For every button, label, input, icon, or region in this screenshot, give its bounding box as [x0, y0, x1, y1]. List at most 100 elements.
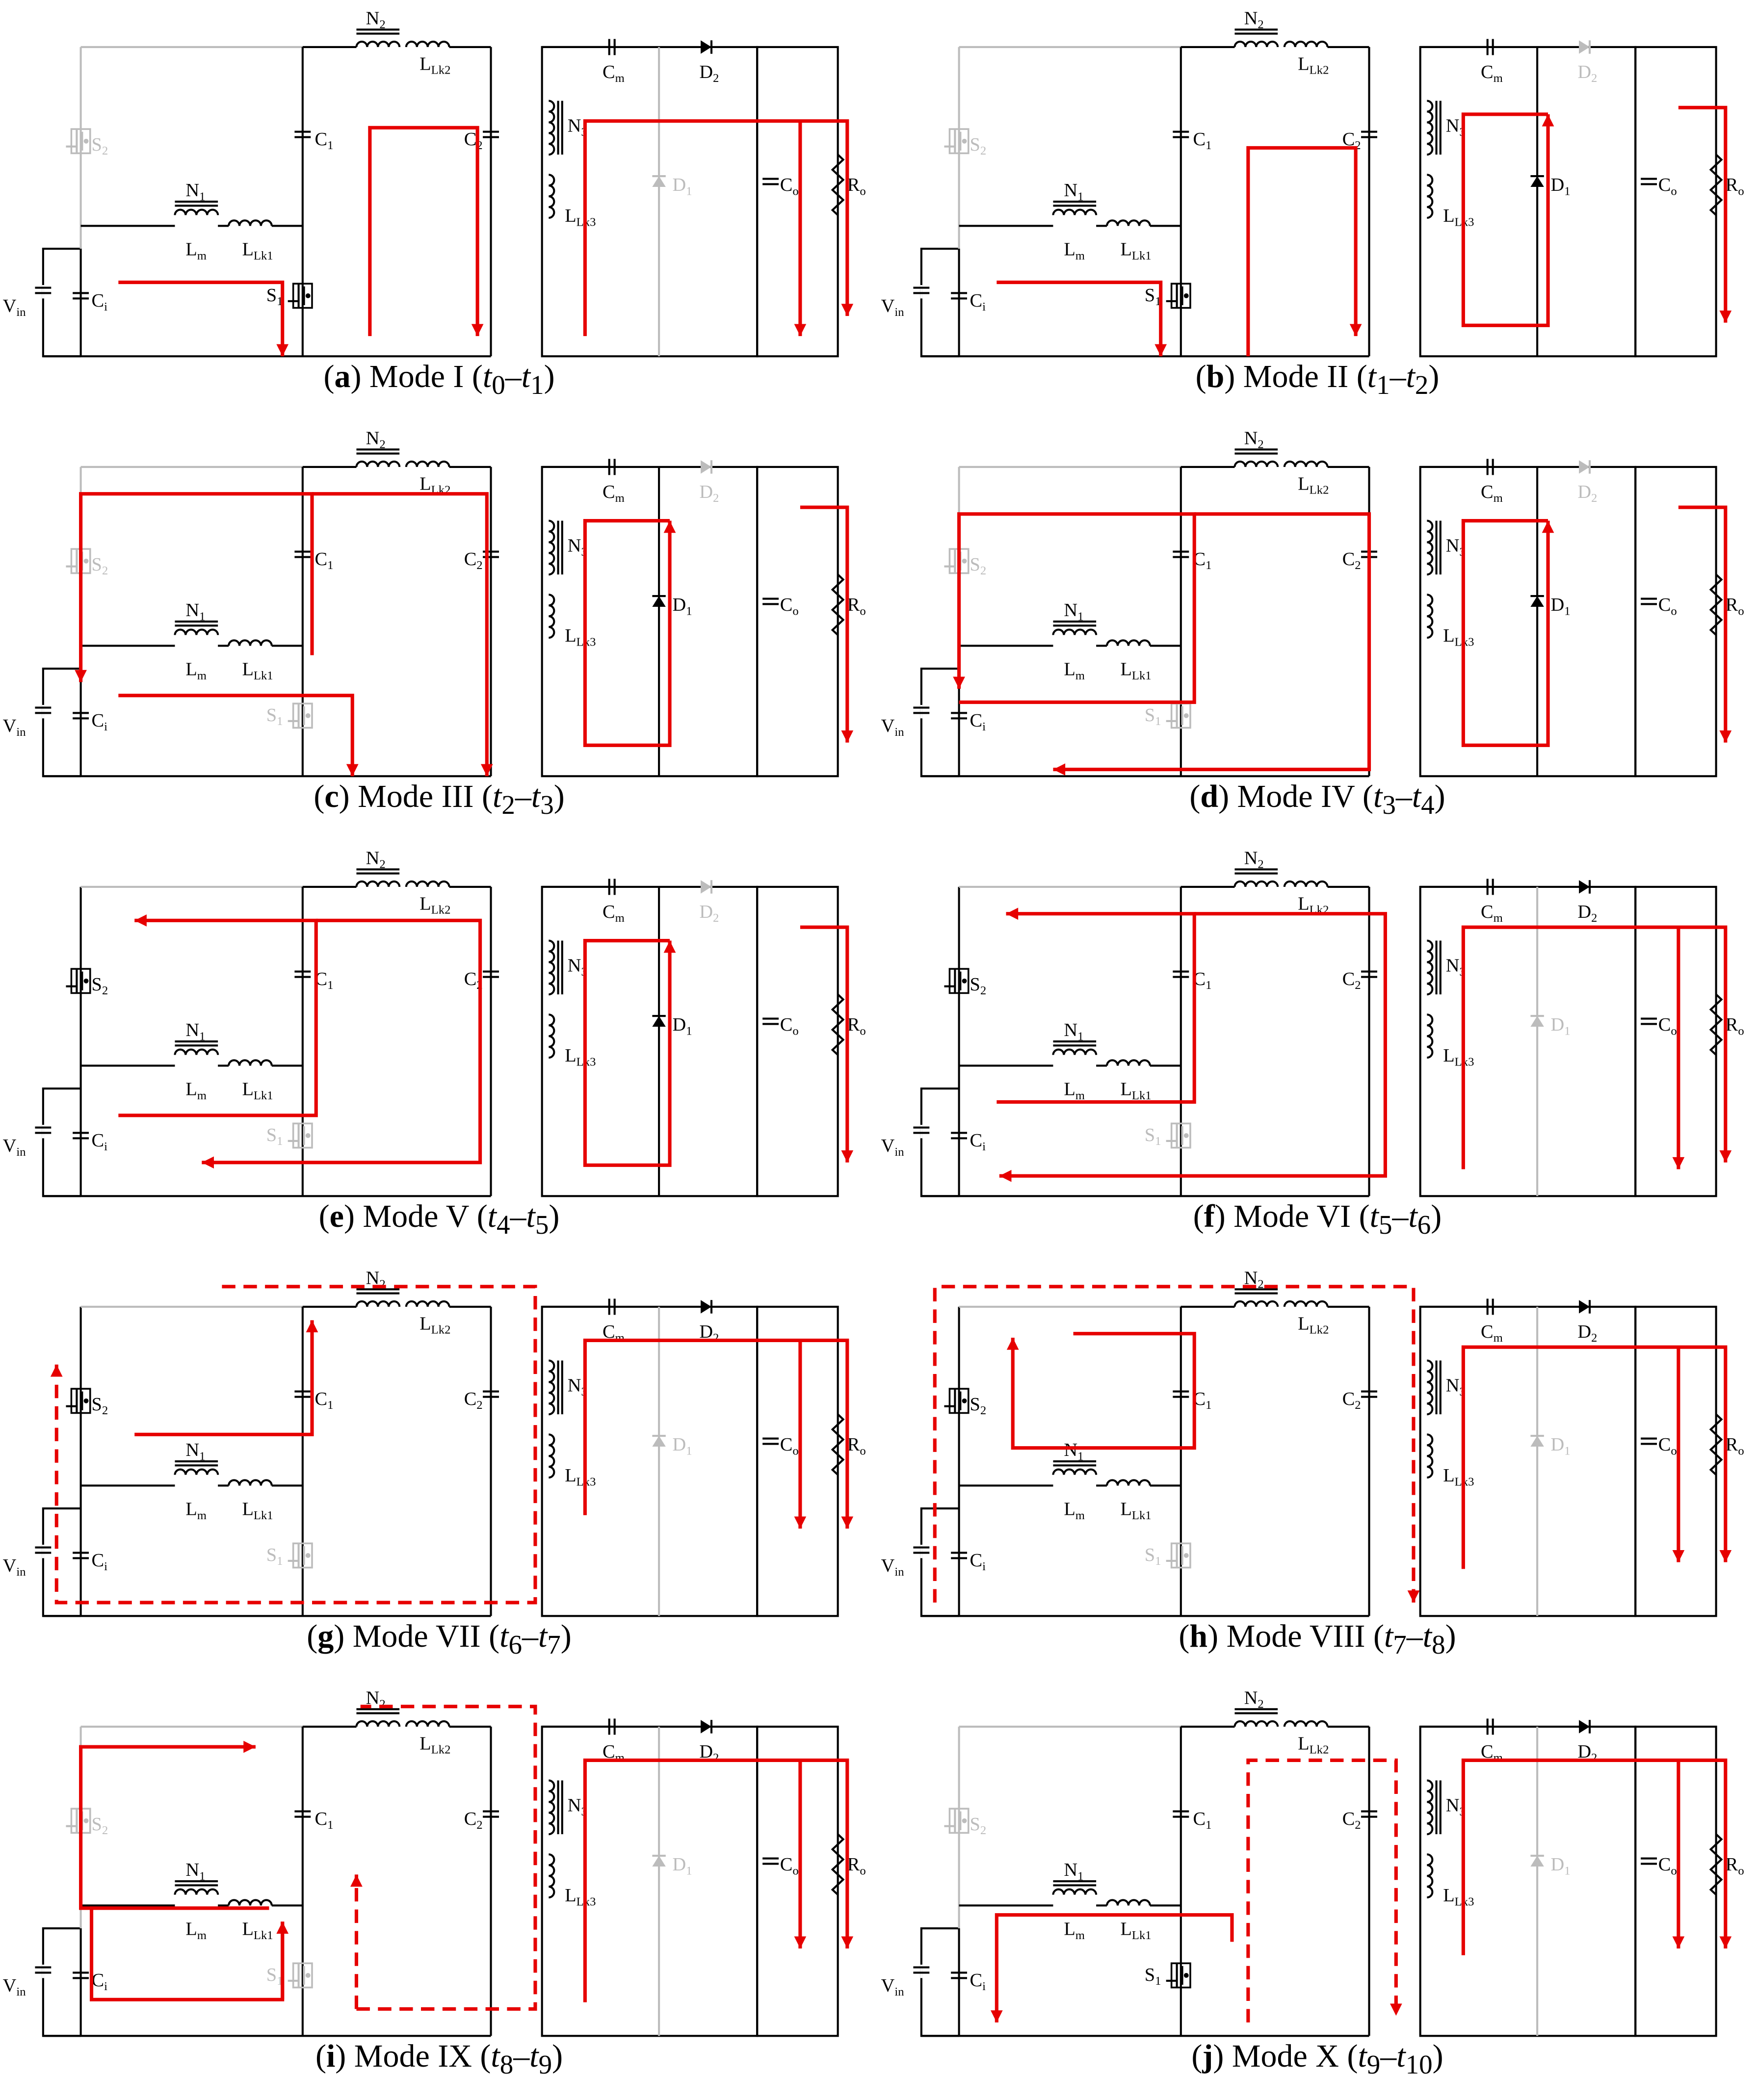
current-path-4	[800, 925, 849, 1163]
co-capacitor	[1641, 597, 1657, 605]
llk3-label: LLk3	[1443, 1885, 1474, 1908]
c1-capacitor	[1173, 1390, 1189, 1398]
vin-label: Vin	[881, 296, 904, 319]
current-path-5	[356, 1705, 537, 2011]
cm-label: Cm	[1481, 902, 1503, 925]
vin-label: Vin	[881, 1556, 904, 1579]
ro-resistor	[1709, 993, 1723, 1056]
n1-label: N1	[1064, 1440, 1083, 1463]
current-arrowhead	[1407, 1590, 1420, 1603]
d2-label: D2	[1577, 902, 1597, 925]
llk2-label: LLk2	[420, 894, 450, 917]
caption-letter: b	[1206, 359, 1225, 394]
d2-diode	[1579, 1720, 1591, 1734]
caption-mode: Mode I	[369, 359, 464, 394]
vin-label: Vin	[3, 716, 26, 739]
lm-label: Lm	[1064, 1499, 1085, 1522]
llk3-coil	[549, 1853, 555, 1899]
ci-label: Ci	[92, 710, 108, 733]
vin-source	[35, 1546, 52, 1554]
n2-coil	[1233, 880, 1279, 887]
lm-label: Lm	[185, 1919, 207, 1942]
c2-label: C2	[1342, 1389, 1361, 1412]
current-path-2	[999, 912, 1387, 1178]
ro-resistor	[831, 1413, 845, 1476]
vin-loop-wire	[42, 1087, 81, 1197]
current-arrowhead	[1390, 2003, 1402, 2016]
s2-label: S2	[92, 1814, 108, 1837]
caption-time-start: t	[1358, 2038, 1367, 2074]
s2-switch	[66, 128, 91, 155]
s2-label: S2	[92, 554, 108, 577]
current-path-3	[583, 938, 672, 1167]
c2-capacitor	[483, 1810, 499, 1818]
vin-source	[35, 286, 52, 294]
llk2-coil	[405, 1720, 450, 1727]
current-arrowhead	[480, 764, 493, 777]
caption-mode: Mode III	[358, 778, 474, 814]
c2-capacitor	[483, 970, 499, 978]
current-path-2	[1246, 146, 1358, 357]
llk2-label: LLk2	[1298, 54, 1329, 77]
cm-capacitor	[608, 39, 616, 55]
c1-label: C1	[315, 129, 333, 152]
d1-label: D1	[1551, 595, 1571, 618]
c1-label: C1	[315, 1389, 333, 1412]
s2-label: S2	[970, 1814, 987, 1837]
llk2-label: LLk2	[1298, 1734, 1329, 1757]
current-arrowhead	[1719, 730, 1732, 743]
n3-coil	[549, 1359, 555, 1416]
vin-label: Vin	[3, 296, 26, 319]
panel-caption: (h) Mode VIII (t7–t8)	[1179, 1618, 1456, 1660]
vin-label: Vin	[3, 1136, 26, 1159]
vin-source	[35, 1126, 52, 1134]
co-label: Co	[780, 1434, 799, 1457]
d1-diode	[1530, 175, 1544, 187]
llk2-coil	[405, 460, 450, 467]
llk1-coil	[228, 1479, 273, 1486]
n3-coil	[549, 100, 555, 156]
panel-caption: (b) Mode II (t1–t2)	[1195, 359, 1440, 400]
c2-label: C2	[1342, 969, 1361, 992]
s2-label: S2	[92, 1394, 108, 1417]
llk2-coil	[1283, 1720, 1329, 1727]
n1-label: N1	[185, 1860, 205, 1883]
cm-label: Cm	[603, 62, 625, 85]
lm-label: Lm	[1064, 659, 1085, 682]
c2-capacitor	[1361, 1810, 1377, 1818]
output-loop-wire	[756, 46, 839, 358]
s1-switch	[288, 1122, 313, 1149]
caption-time-start: t	[1384, 1618, 1393, 1654]
llk2-coil	[405, 880, 450, 887]
cm-capacitor	[1486, 879, 1494, 895]
current-arrowhead	[1006, 1337, 1019, 1350]
current-path-1	[957, 512, 1196, 704]
vin-label: Vin	[881, 1136, 904, 1159]
current-path-4	[1678, 105, 1728, 323]
caption-time-start-sub: 1	[1376, 370, 1390, 400]
caption-time-end-sub: 9	[538, 2049, 552, 2080]
d2-label: D2	[1577, 62, 1597, 85]
d1-diode	[652, 1854, 666, 1867]
cm-capacitor	[608, 879, 616, 895]
ro-label: Ro	[1726, 175, 1744, 198]
current-arrowhead	[1542, 114, 1554, 127]
n1-label: N1	[185, 180, 205, 203]
secondary-loop-wire	[541, 46, 759, 358]
co-capacitor	[1641, 178, 1657, 185]
current-path-3	[1461, 1758, 1728, 1955]
n1-label: N1	[1064, 1020, 1083, 1043]
cm-label: Cm	[603, 482, 625, 505]
llk2-coil	[1283, 880, 1329, 887]
current-arrowhead	[471, 324, 484, 337]
c1-capacitor	[294, 550, 311, 558]
caption-time-end-sub: 8	[1432, 1630, 1445, 1660]
caption-mode: Mode VIII	[1226, 1618, 1365, 1654]
n2-coil	[1233, 460, 1279, 467]
